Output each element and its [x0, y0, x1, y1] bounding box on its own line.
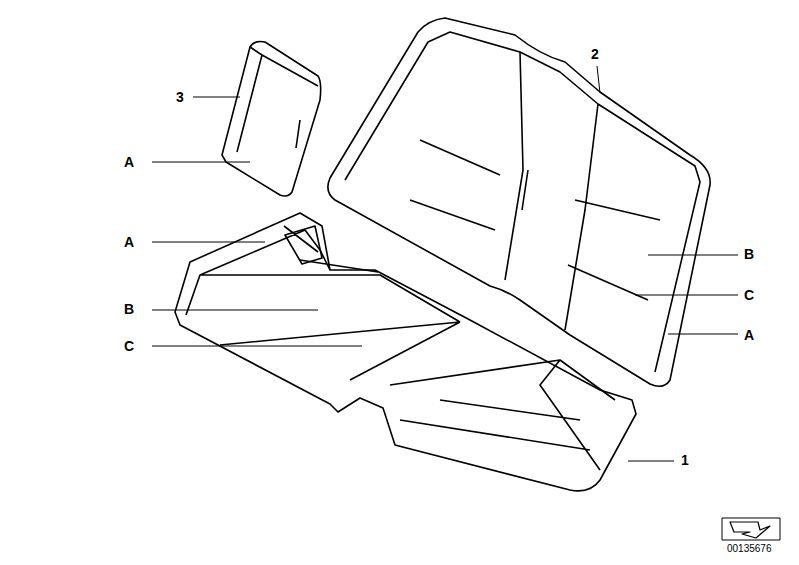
arrow-icon: [730, 522, 770, 538]
side-panel: [222, 42, 321, 196]
arrow-icon-frame: [722, 518, 780, 540]
callout-label: A: [744, 327, 754, 343]
callout-label: 2: [591, 46, 599, 62]
cushion-notch: [285, 226, 322, 264]
cushion-seams: [186, 226, 615, 470]
part-number: 00135676: [727, 543, 772, 555]
callout-label: 3: [176, 89, 184, 105]
seat-cushion: [175, 213, 636, 491]
callout-label: B: [744, 246, 754, 262]
callout-label: 1: [681, 452, 689, 468]
callout-label: C: [124, 338, 134, 354]
leader-lines: [152, 66, 738, 461]
panel-edge: [237, 47, 318, 152]
callout-label: C: [744, 287, 754, 303]
callout-label: A: [124, 154, 134, 170]
callout-label: A: [124, 234, 134, 250]
callout-label: B: [124, 301, 134, 317]
